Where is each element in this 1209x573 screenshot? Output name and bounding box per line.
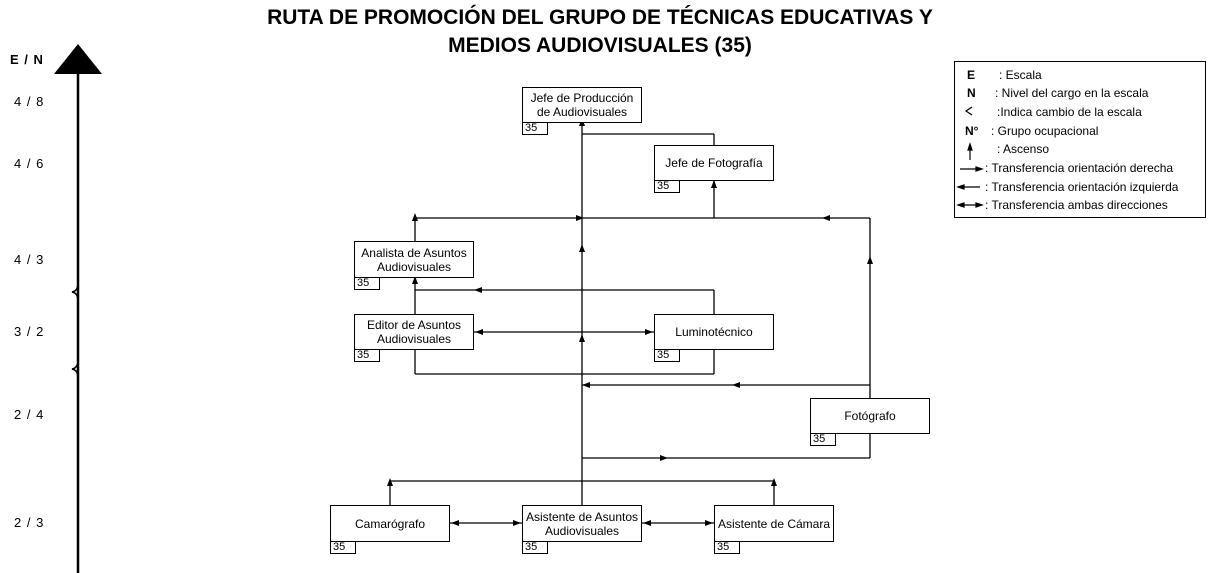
node-label: Camarógrafo [354, 516, 426, 531]
node-label: Luminotécnico [675, 325, 753, 339]
scale-header: E / N [10, 52, 44, 67]
group-code: 35 [330, 541, 356, 554]
node-label: Asistente de Asuntos Audiovisuales [525, 509, 639, 538]
level-label: 2 / 4 [14, 407, 45, 422]
title-line-2: MEDIOS AUDIOVISUALES (35) [448, 34, 752, 57]
level-label: 4 / 3 [14, 252, 45, 267]
level-label: 4 / 6 [14, 156, 45, 171]
node-label: Jefe de Producción de Audiovisuales [530, 91, 634, 119]
group-code: 35 [354, 277, 380, 290]
node-camarografo: Camarógrafo [330, 505, 450, 542]
group-code: 35 [522, 541, 548, 554]
node-editor: Editor de Asuntos Audiovisuales [354, 314, 474, 350]
node-luminotecnico: Luminotécnico [654, 314, 774, 350]
node-label: Asistente de Cámara [717, 516, 831, 531]
node-fotografo: Fotógrafo [810, 398, 930, 434]
level-label: 3 / 2 [14, 324, 45, 339]
node-label: Jefe de Fotografía [665, 156, 763, 170]
legend: E : Escala N : Nivel del cargo en la esc… [954, 61, 1206, 218]
group-code: 35 [714, 541, 740, 554]
node-asistente-camara: Asistente de Cámara [714, 505, 834, 542]
node-jefe-produccion: Jefe de Producción de Audiovisuales [522, 87, 642, 123]
level-label: 2 / 3 [14, 515, 45, 530]
title-line-1: RUTA DE PROMOCIÓN DEL GRUPO DE TÉCNICAS … [267, 6, 933, 29]
node-label: Editor de Asuntos Audiovisuales [366, 318, 462, 346]
group-code: 35 [810, 433, 836, 446]
group-code: 35 [654, 349, 680, 362]
node-jefe-fotografia: Jefe de Fotografía [654, 145, 774, 181]
group-code: 35 [522, 122, 548, 135]
group-code: 35 [654, 180, 680, 193]
node-label: Analista de Asuntos Audiovisuales [361, 245, 467, 274]
diagram-title: RUTA DE PROMOCIÓN DEL GRUPO DE TÉCNICAS … [140, 4, 1060, 60]
node-label: Fotógrafo [844, 409, 896, 423]
node-asistente-asuntos: Asistente de Asuntos Audiovisuales [522, 505, 642, 542]
node-analista: Analista de Asuntos Audiovisuales [354, 241, 474, 278]
level-label: 4 / 8 [14, 94, 45, 109]
group-code: 35 [354, 349, 380, 362]
